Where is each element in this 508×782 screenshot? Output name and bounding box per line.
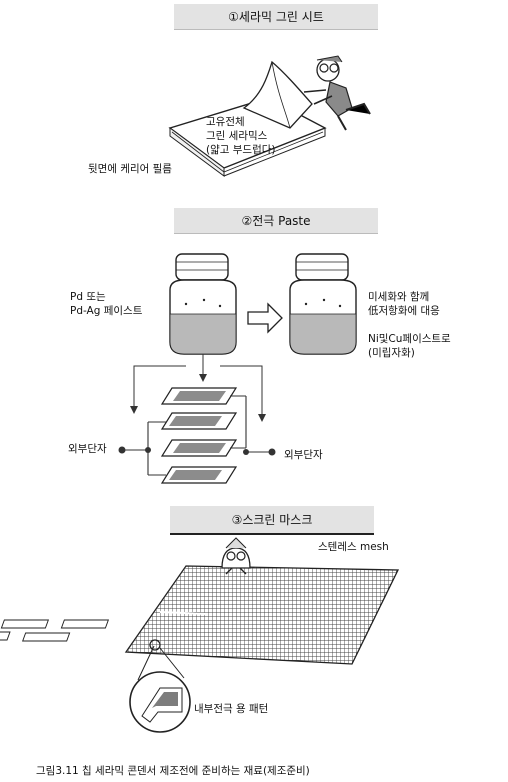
label-stainless-mesh: 스텐레스 mesh (318, 541, 389, 553)
label-ni-line1: Ni및Cu페이스트로 (368, 333, 451, 345)
electrode-sheets (160, 387, 238, 484)
label-fine-line2: 低저항화에 대응 (368, 305, 440, 317)
label-ni-line2: (미립자화) (368, 347, 415, 359)
section-header-screen-mask: ③스크린 마스크 (170, 506, 374, 535)
terminal-junction-right (243, 449, 249, 455)
green-sheet-illustration (168, 60, 327, 177)
electrode-sheet (160, 412, 238, 430)
label-external-terminal-left: 외부단자 (68, 443, 107, 455)
paste-jar-right (289, 253, 357, 355)
label-fine-line1: 미세화와 함께 (368, 291, 430, 303)
electrode-sheet (160, 439, 238, 457)
section-header-electrode-paste: ②전극 Paste (174, 208, 378, 234)
paste-flow-lines (130, 354, 266, 422)
electrode-sheet (160, 387, 238, 405)
label-external-terminal-right: 외부단자 (284, 449, 323, 461)
paste-jar-left (169, 253, 237, 355)
magnifier-callout (129, 639, 191, 733)
external-terminal-wiring (122, 395, 272, 476)
inner-electrode-patterns (0, 619, 110, 642)
label-dielectric-line2: 그린 세라믹스 (206, 130, 268, 142)
terminal-node-right (268, 448, 276, 456)
terminal-junction-left (145, 447, 151, 453)
worker-figure-icon (303, 55, 371, 131)
label-dielectric-line1: 고유전체 (206, 116, 245, 128)
electrode-sheet (160, 466, 238, 484)
screen-mask-mesh (124, 565, 400, 665)
label-carrier-film: 뒷면에 케리어 필름 (88, 163, 172, 175)
figure-caption: 그림3.11 칩 세라믹 콘덴서 제조전에 준비하는 재료(제조준비) (36, 765, 310, 777)
terminal-node-left (118, 446, 126, 454)
label-dielectric-line3: (얇고 부드럽다) (206, 144, 276, 156)
label-inner-electrode-pattern: 내부전극 용 패턴 (194, 703, 269, 715)
section-header-ceramic-green-sheet: ①세라믹 그린 시트 (174, 4, 378, 30)
label-paste-line1: Pd 또는 (70, 291, 106, 303)
mascot-figure-icon (221, 537, 251, 575)
label-paste-line2: Pd-Ag 페이스트 (70, 305, 143, 317)
process-arrow-icon (247, 302, 283, 334)
